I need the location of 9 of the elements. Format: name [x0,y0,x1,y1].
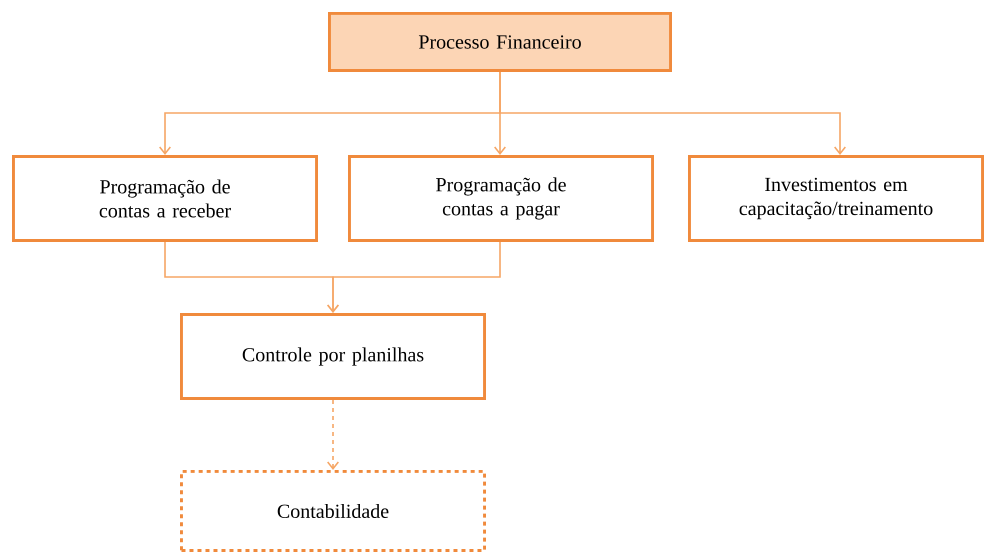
arrow [327,242,501,313]
process-box: Investimentos em capacitação/treinamento [688,155,984,242]
process-box: Controle por planilhas [180,313,486,400]
process-box: Programação de contas a pagar [348,155,654,242]
title-box: Processo Financeiro [328,12,672,72]
process-box: Contabilidade [180,470,486,552]
process-box: Programação de contas a receber [12,155,318,242]
arrow [499,72,846,155]
arrow [327,400,339,470]
